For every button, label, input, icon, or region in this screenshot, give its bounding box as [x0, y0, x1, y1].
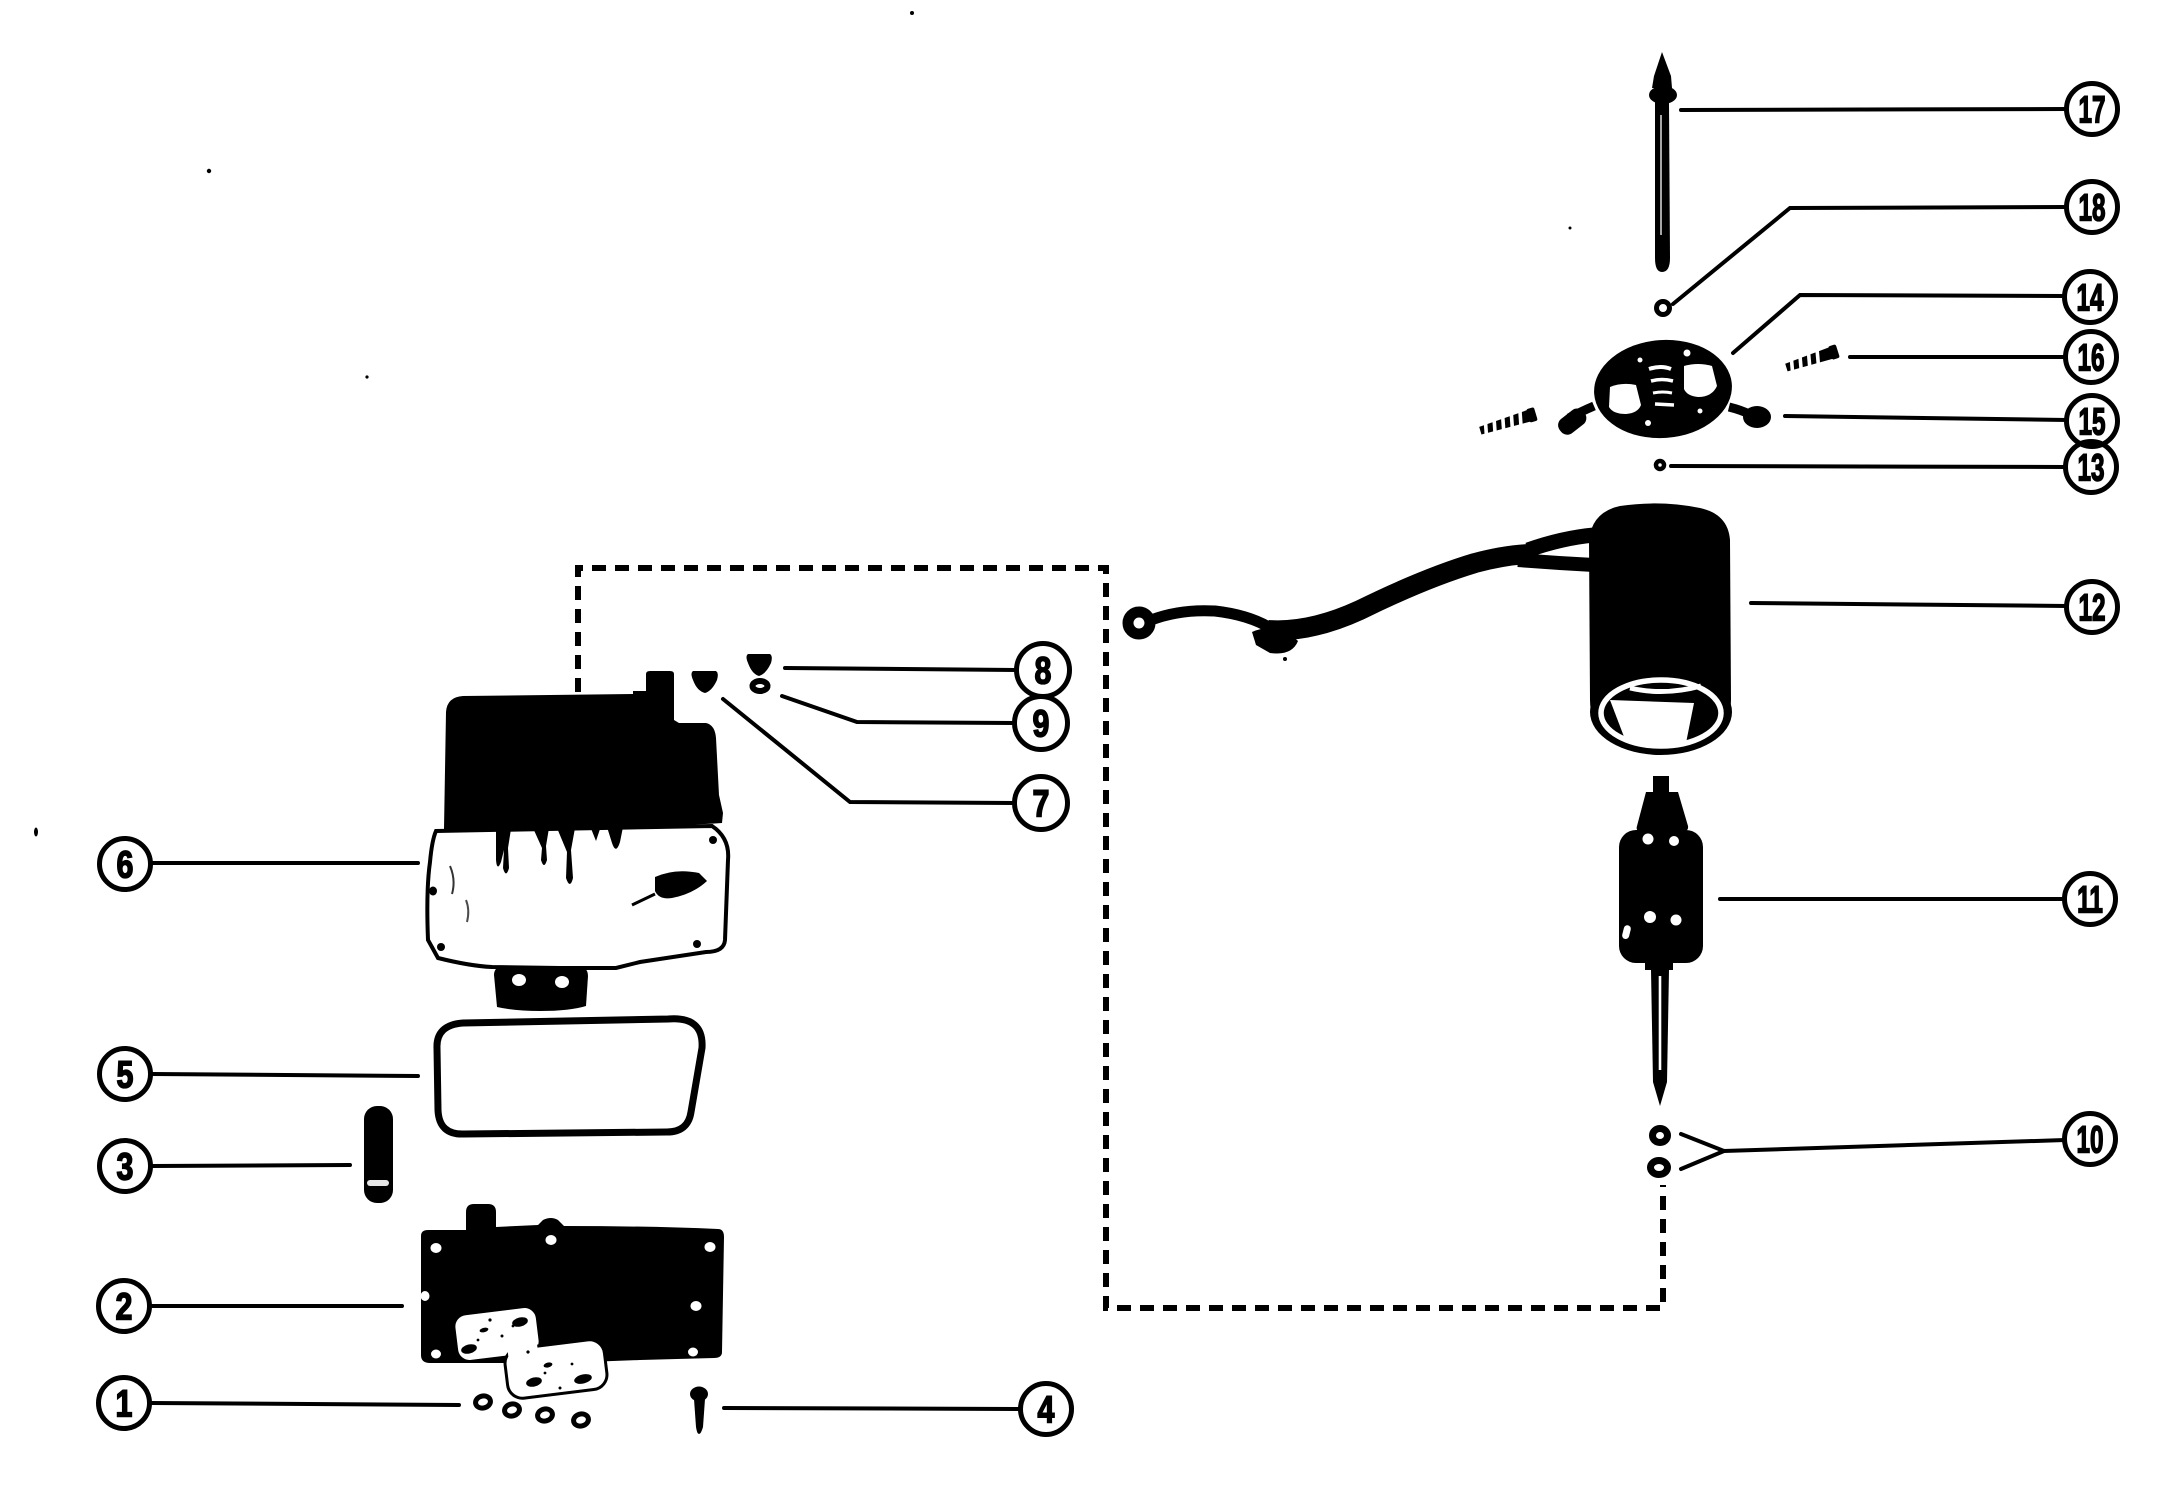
svg-text:12: 12 — [2078, 588, 2105, 630]
svg-text:17: 17 — [2078, 90, 2105, 132]
svg-text:16: 16 — [2077, 338, 2104, 380]
svg-text:1: 1 — [116, 1384, 133, 1426]
svg-text:6: 6 — [117, 845, 134, 887]
svg-text:2: 2 — [116, 1287, 133, 1329]
svg-text:14: 14 — [2076, 278, 2103, 320]
svg-text:10: 10 — [2076, 1120, 2103, 1162]
svg-text:7: 7 — [1033, 784, 1050, 826]
svg-text:18: 18 — [2078, 188, 2105, 230]
svg-text:5: 5 — [117, 1055, 134, 1097]
svg-text:3: 3 — [117, 1147, 134, 1189]
svg-text:8: 8 — [1035, 651, 1052, 693]
svg-text:4: 4 — [1038, 1390, 1055, 1432]
svg-text:15: 15 — [2078, 402, 2105, 444]
svg-text:9: 9 — [1033, 704, 1050, 746]
svg-text:11: 11 — [2077, 880, 2103, 922]
svg-text:13: 13 — [2077, 448, 2104, 490]
